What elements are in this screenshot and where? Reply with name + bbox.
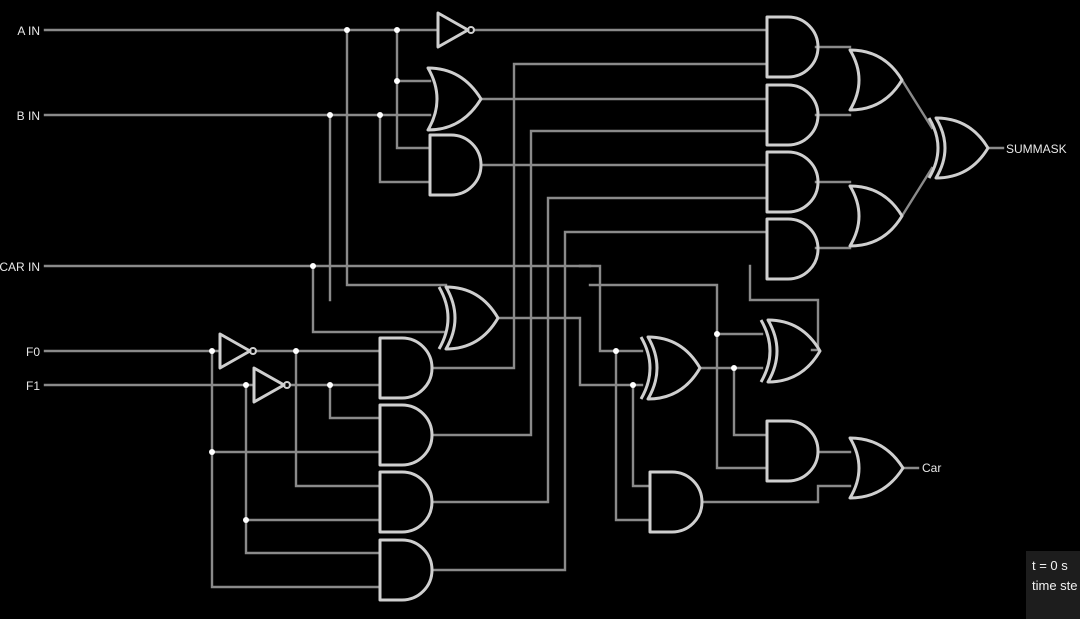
wire-and-l — [814, 45, 852, 250]
or-gate-s-1[interactable] — [848, 48, 904, 112]
and-gate-s-4[interactable] — [765, 217, 820, 281]
xor-gate-summask[interactable] — [934, 116, 990, 180]
and-gate-c-1[interactable] — [765, 419, 820, 483]
xor-gate-3[interactable] — [766, 318, 822, 384]
wire-xor1-out — [496, 316, 644, 387]
junction-dot — [731, 365, 737, 371]
and-gate-s-1[interactable] — [765, 15, 820, 79]
wire-car-xor2 — [578, 264, 644, 353]
labels: A IN B IN CAR IN F0 F1 SUMMASK Car — [0, 24, 1067, 475]
not-gate-f0[interactable] — [218, 332, 252, 370]
label-summask: SUMMASK — [1006, 142, 1067, 156]
or-gate-s-2[interactable] — [848, 184, 904, 248]
junction-dot — [243, 382, 249, 388]
junction-dots — [209, 27, 737, 523]
junction-dot — [327, 112, 333, 118]
wire-and4-a — [430, 62, 769, 370]
junction-dot — [394, 78, 400, 84]
not-gate-a-bubble — [467, 26, 475, 34]
junction-dot — [377, 112, 383, 118]
not-gate-a[interactable] — [436, 11, 470, 49]
wire-car-tap — [311, 264, 448, 334]
junction-dot — [209, 348, 215, 354]
label-b-in: B IN — [17, 109, 40, 123]
label-f1: F1 — [26, 379, 40, 393]
or-gate-ab[interactable] — [426, 66, 483, 132]
gates — [218, 11, 990, 602]
wire-notf1-branch — [288, 383, 382, 420]
wire-notf0-branch — [254, 349, 382, 488]
and-gate-f-3[interactable] — [378, 470, 434, 534]
junction-dot — [344, 27, 350, 33]
xor-gate-3-arc — [759, 319, 772, 383]
junction-dot — [394, 27, 400, 33]
label-a-in: A IN — [17, 24, 40, 38]
wire-f1-branch — [244, 383, 382, 555]
junction-dot — [714, 331, 720, 337]
junction-dot — [630, 382, 636, 388]
junction-dot — [310, 263, 316, 269]
or-gate-car[interactable] — [848, 436, 905, 500]
xor-gate-2-arc — [639, 336, 652, 400]
time-panel: t = 0 s time ste — [1026, 551, 1080, 619]
wire-a-tap — [345, 28, 448, 287]
and-gate-s-2[interactable] — [765, 83, 820, 147]
wire-a-or-and — [395, 28, 432, 150]
junction-dot — [327, 382, 333, 388]
wire-c1 — [614, 349, 652, 522]
not-gate-f0-bubble — [249, 347, 257, 355]
wires — [43, 28, 1005, 589]
and-gate-s-3[interactable] — [765, 150, 820, 214]
xor-gate-1-arc — [437, 286, 450, 350]
wire-and4-c — [430, 196, 769, 504]
and-gate-f-2[interactable] — [378, 403, 434, 467]
wire-c5 — [748, 264, 820, 352]
junction-dot — [209, 449, 215, 455]
and-gate-ab[interactable] — [428, 133, 483, 197]
label-car-out: Car — [922, 461, 941, 475]
wire-and4-b — [430, 129, 769, 437]
time-readout: t = 0 s — [1032, 558, 1068, 573]
wire-c2 — [631, 383, 652, 488]
xor-gate-2[interactable] — [646, 335, 702, 401]
wire-and-c-out — [700, 450, 852, 504]
wire-b-tap — [328, 113, 432, 302]
wire-c4 — [588, 283, 769, 470]
and-gate-c-2[interactable] — [648, 470, 704, 534]
and-gate-f-4[interactable] — [378, 538, 434, 602]
and-gate-f-1[interactable] — [378, 336, 434, 400]
junction-dot — [293, 348, 299, 354]
label-car-in: CAR IN — [0, 260, 40, 274]
not-gate-f1-bubble — [283, 381, 291, 389]
xor-gate-summask-arc — [927, 117, 940, 179]
junction-dot — [243, 517, 249, 523]
xor-gate-1[interactable] — [444, 285, 500, 351]
time-step-label: time ste — [1032, 578, 1078, 593]
junction-dot — [613, 348, 619, 354]
wire-or-l2 — [900, 78, 934, 218]
wire-and4-d — [430, 230, 769, 572]
wire-c3 — [732, 366, 769, 437]
label-f0: F0 — [26, 345, 40, 359]
not-gate-f1[interactable] — [252, 366, 286, 404]
